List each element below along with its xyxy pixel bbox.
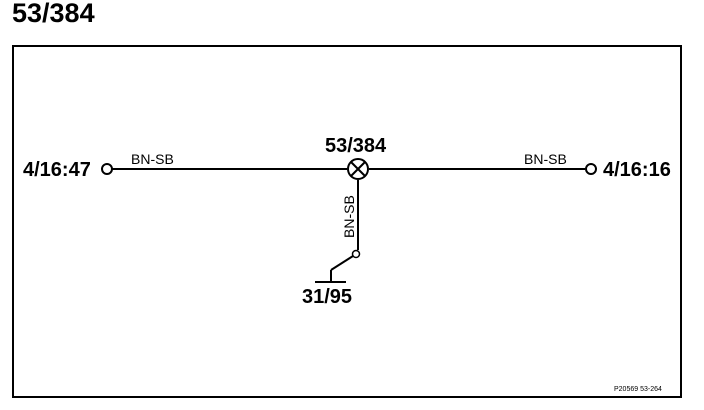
- left-terminal-label: 4/16:47: [23, 159, 91, 181]
- right-terminal-icon: [585, 163, 597, 175]
- right-terminal-label: 4/16:16: [603, 159, 671, 181]
- wire-right-color-code: BN-SB: [524, 151, 567, 167]
- left-terminal-icon: [101, 163, 113, 175]
- ground-label: 31/95: [302, 286, 352, 308]
- wire-vertical-color-code: BN-SB: [341, 195, 357, 238]
- diagram-frame: [12, 45, 682, 398]
- lamp-icon: [347, 158, 369, 180]
- switch-icon: [330, 249, 361, 281]
- page-title: 53/384: [12, 0, 95, 28]
- wire-left-color-code: BN-SB: [131, 151, 174, 167]
- reference-code: P20569 53-264: [614, 386, 662, 393]
- component-label: 53/384: [325, 135, 387, 157]
